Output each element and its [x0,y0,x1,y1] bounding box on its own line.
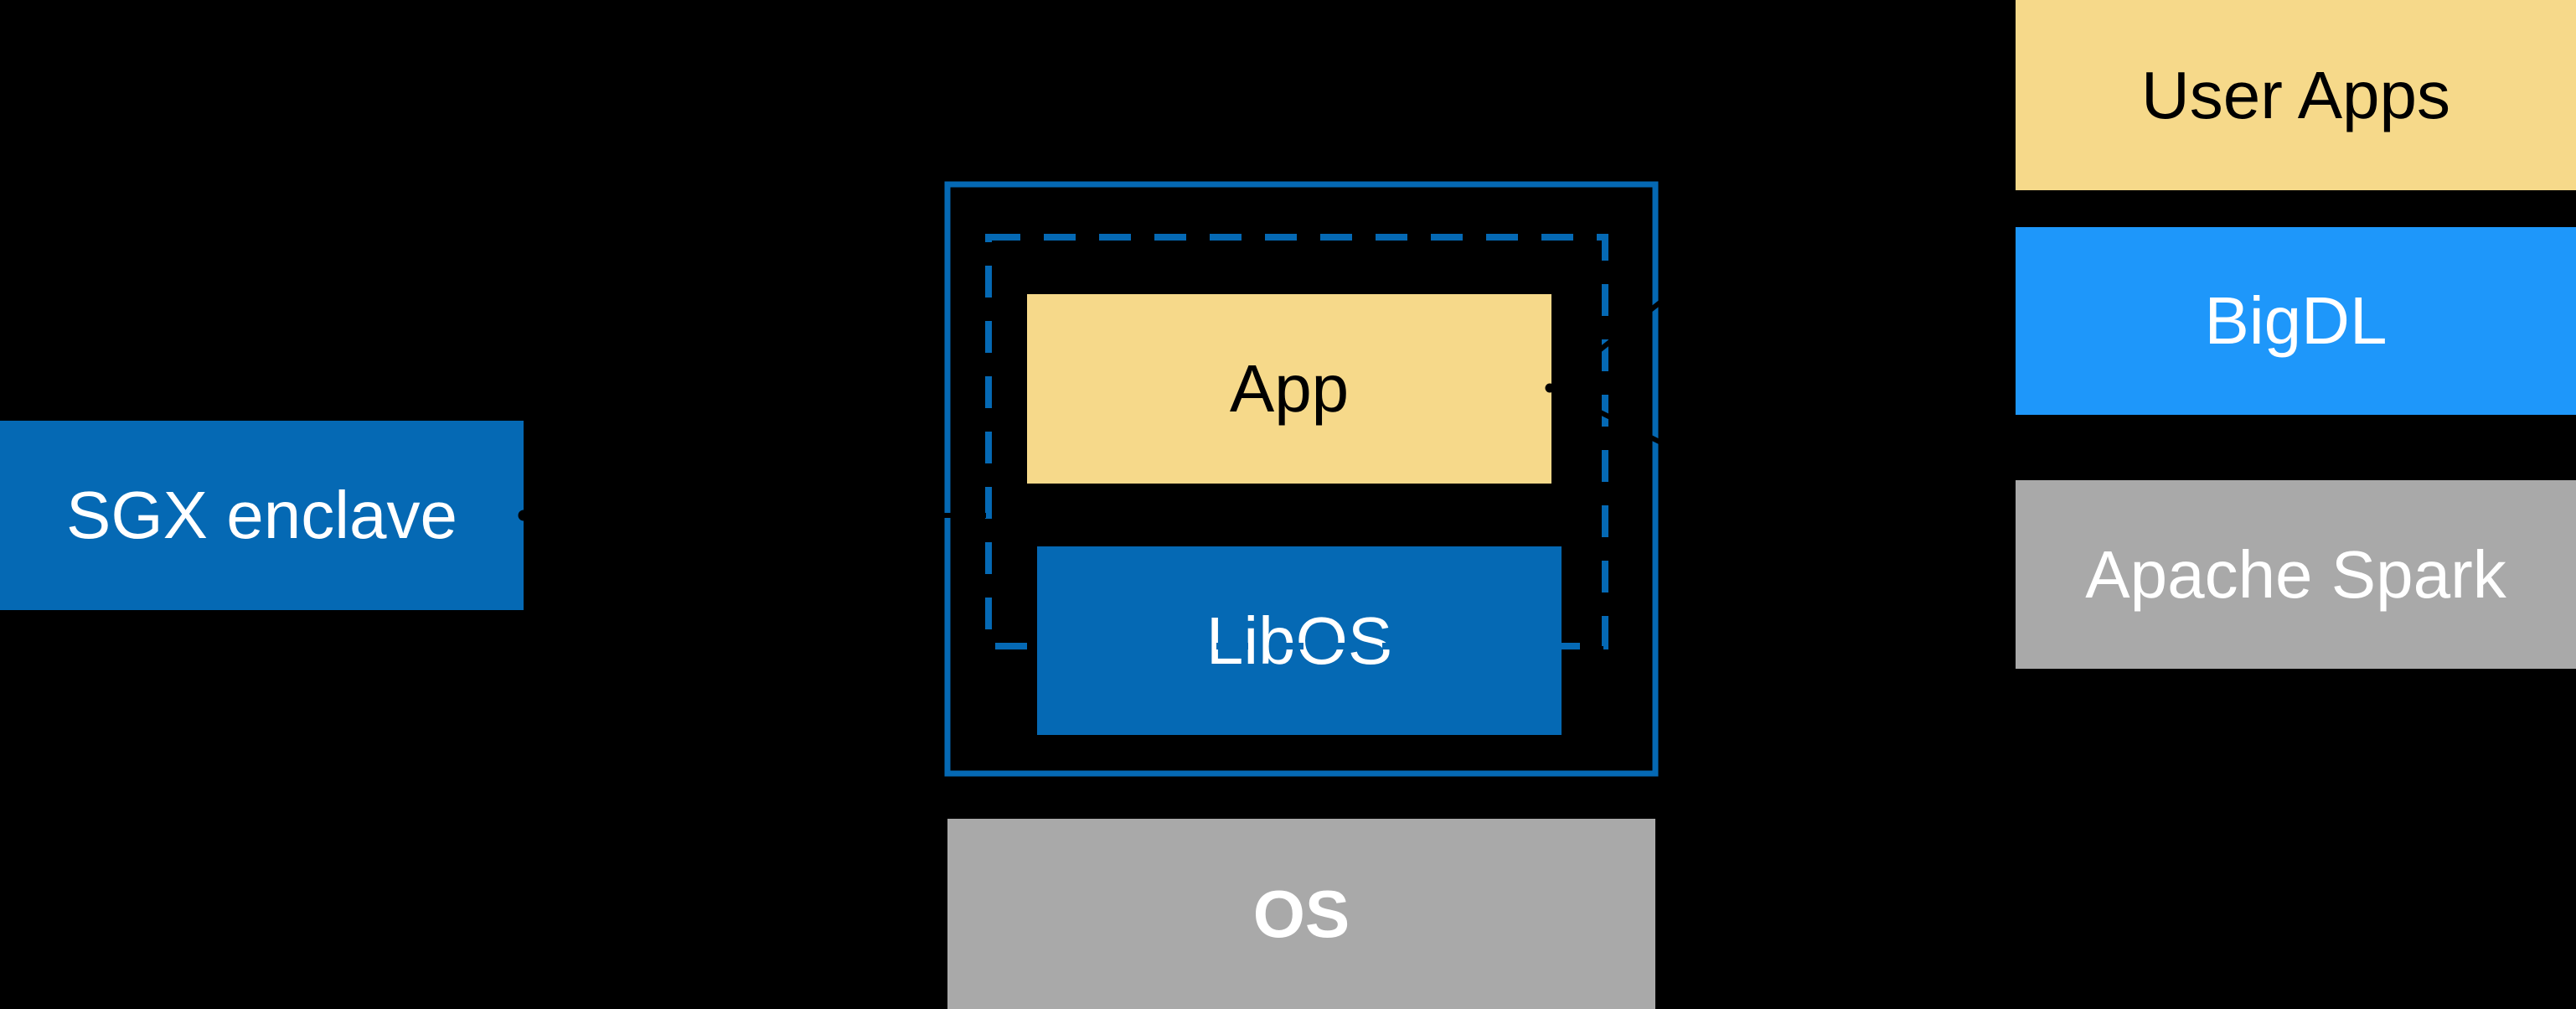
user-apps-box: User Apps [2016,0,2576,190]
os-box: OS [947,819,1655,1009]
libos-label: LibOS [1205,603,1393,678]
user-apps-label: User Apps [2140,57,2451,132]
bigdl-label: BigDL [2204,283,2388,358]
sgx-arrow-dot [518,510,529,521]
apache-spark-label: Apache Spark [2085,536,2506,612]
enclave-outer-border [944,181,1659,777]
app-label: App [1229,351,1350,426]
app-box: App [1027,294,1551,484]
sgx-enclave-label-box: SGX enclave [0,421,524,610]
connector-spark-to-app [1550,385,2015,620]
enclave-dashed-border [985,234,1608,649]
apache-spark-box: Apache Spark [2016,480,2576,669]
os-label: OS [1252,876,1350,951]
libos-box: LibOS [1037,546,1562,735]
sgx-enclave-label: SGX enclave [66,478,457,552]
bigdl-box: BigDL [2016,227,2576,415]
app-arrow-dot [1545,383,1555,393]
connector-userapps-to-app [1550,22,2015,391]
